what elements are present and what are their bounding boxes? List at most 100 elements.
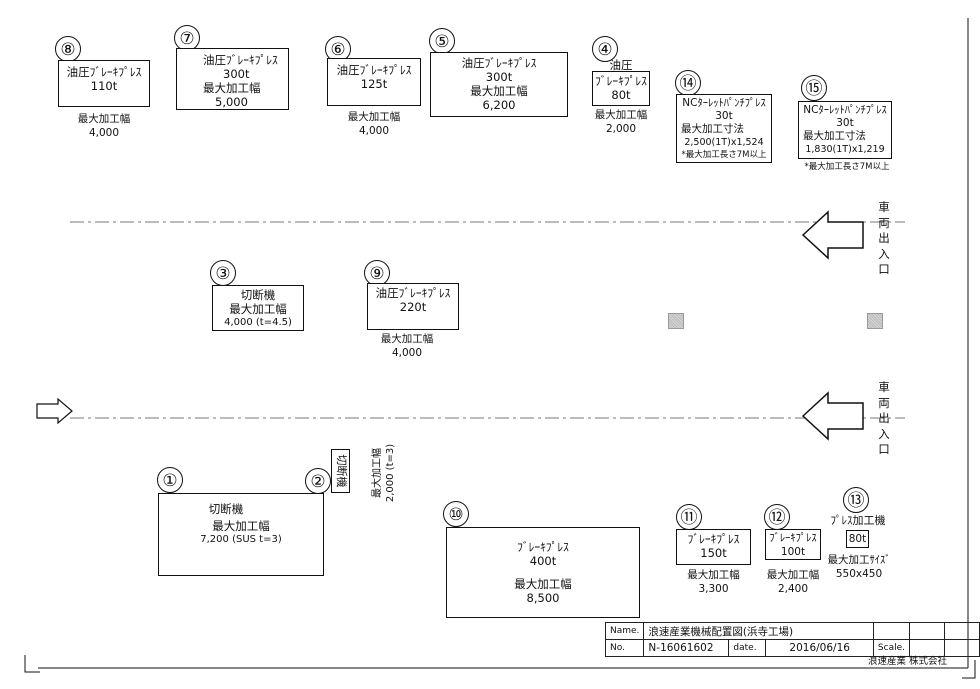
machine-number-5: ⑤ — [429, 28, 455, 54]
capacity-value: 4,000 — [88, 127, 120, 139]
machine-box-11: ﾌﾞﾚｰｷﾌﾟﾚｽ 150t — [676, 529, 751, 565]
drawing-date: 2016/06/16 — [765, 639, 874, 657]
capacity-label: 最大加工ｻｲｽﾞ — [827, 554, 891, 566]
capacity-value: 7,200 (SUS t=3) — [200, 534, 282, 545]
machine-name: ﾌﾞﾚｰｷﾌﾟﾚｽ — [687, 532, 740, 546]
entry-arrow-icon — [36, 397, 73, 425]
gate-char: 車 — [878, 380, 890, 394]
machine-number-10: ⑩ — [443, 501, 469, 527]
column-mark — [867, 313, 883, 329]
capacity-value: 2,000 — [605, 123, 637, 135]
machine-number-6: ⑥ — [325, 36, 351, 62]
column-mark — [668, 313, 684, 329]
capacity-value: 4,000 — [358, 125, 390, 137]
capacity-label: 最大加工寸法 — [803, 130, 866, 142]
capacity-label: 最大加工幅 — [514, 577, 572, 591]
capacity-label: 最大加工幅 — [470, 84, 528, 98]
capacity-label: 最大加工幅 — [212, 519, 270, 533]
scale-label: Scale. — [872, 639, 911, 657]
capacity-value: 6,200 — [482, 98, 516, 112]
title-block: Name. 浪速産業機械配置図(浜寺工場) No. N-16061602 dat… — [604, 622, 980, 657]
machine-box-14: NCﾀｰﾚｯﾄﾊﾟﾝﾁﾌﾟﾚｽ 30t 最大加工寸法 2,500(1T)x1,5… — [676, 94, 772, 163]
gate-char: 車 — [878, 200, 890, 214]
capacity-value: 1,830(1T)x1,219 — [805, 144, 885, 155]
capacity-value: 550x450 — [835, 568, 883, 580]
machine-name: ﾌﾞﾚｰｷﾌﾟﾚｽ — [769, 532, 817, 544]
capacity-label: 最大加工幅 — [372, 448, 383, 498]
machine-number-12: ⑫ — [764, 504, 790, 530]
machine-box-10: ﾌﾞﾚｰｷﾌﾟﾚｽ 400t 最大加工幅 8,500 — [446, 527, 640, 618]
machine-box-3: 切断機 最大加工幅 4,000 (t=4.5) — [212, 285, 304, 331]
machine-name: 油圧ﾌﾞﾚｰｷﾌﾟﾚｽ — [375, 286, 451, 300]
title-block-empty — [944, 622, 980, 640]
machine-tonnage: 125t — [360, 77, 388, 91]
machine-tonnage: 80t — [611, 88, 631, 102]
gate-char: 出 — [878, 411, 890, 425]
machine-tonnage: 30t — [836, 117, 854, 129]
machine-note-15: *最大加工長さ7M以上 — [804, 162, 890, 172]
company-name: 浪速産業 株式会社 — [868, 656, 948, 667]
machine-box-12: ﾌﾞﾚｰｷﾌﾟﾚｽ 100t — [765, 529, 821, 560]
machine-capacity-8: 最大加工幅 4,000 — [58, 112, 150, 140]
gate-char: 口 — [878, 262, 890, 276]
title-block-empty — [944, 639, 980, 657]
machine-capacity-2: 最大加工幅 2,000 (t=3) — [371, 427, 397, 519]
gate-char: 入 — [878, 246, 890, 261]
machine-number-8: ⑧ — [55, 36, 81, 62]
gate-char: 出 — [878, 231, 890, 245]
capacity-value: 3,300 — [698, 583, 729, 595]
machine-box-2: 切断機 — [331, 449, 350, 493]
title-block-empty — [872, 622, 911, 640]
capacity-value: 2,400 — [777, 583, 809, 595]
gate-char: 口 — [878, 442, 890, 456]
machine-name: NCﾀｰﾚｯﾄﾊﾟﾝﾁﾌﾟﾚｽ — [803, 104, 887, 116]
machine-name-13: ﾌﾟﾚｽ加工機 — [830, 514, 886, 527]
machine-line1-4: 油圧 — [609, 58, 633, 72]
capacity-label: 最大加工幅 — [687, 569, 740, 581]
machine-name: NCﾀｰﾚｯﾄﾊﾟﾝﾁﾌﾟﾚｽ — [682, 97, 766, 109]
gate-arrow-lower-icon — [801, 391, 864, 441]
machine-tonnage: 300t — [485, 70, 513, 84]
title-block-empty — [909, 622, 945, 640]
capacity-label: 最大加工幅 — [203, 81, 261, 95]
no-label: No. — [604, 639, 645, 657]
machine-tonnage: 150t — [700, 546, 727, 560]
machine-number-9: ⑨ — [364, 260, 390, 286]
capacity-value: 5,000 — [215, 95, 248, 109]
machine-capacity-6: 最大加工幅 4,000 — [327, 110, 421, 138]
capacity-value: 2,000 (t=3) — [385, 443, 396, 503]
machine-number-13: ⑬ — [843, 487, 869, 513]
machine-capacity-4: 最大加工幅 2,000 — [588, 108, 654, 136]
machine-number-15: ⑮ — [801, 75, 827, 101]
machine-number-11: ⑪ — [676, 504, 702, 530]
vehicle-gate-upper-label: 車 両 出 入 口 — [877, 200, 891, 278]
machine-name: 切断機 — [240, 288, 276, 302]
drawing-name: 浪速産業機械配置図(浜寺工場) — [643, 622, 874, 640]
capacity-label: 最大加工寸法 — [681, 123, 744, 135]
capacity-value: 2,500(1T)x1,524 — [684, 137, 764, 148]
gate-arrow-upper-icon — [801, 210, 864, 260]
capacity-value: 8,500 — [526, 591, 560, 605]
machine-name: ﾌﾞﾚｰｷﾌﾟﾚｽ — [517, 540, 569, 554]
name-label: Name. — [604, 622, 645, 640]
machine-note: *最大加工長さ7M以上 — [681, 150, 767, 160]
title-block-empty — [909, 639, 945, 657]
machine-tonnage: 300t — [223, 67, 250, 81]
machine-name: ﾌﾞﾚｰｷﾌﾟﾚｽ — [595, 74, 647, 88]
capacity-value: 4,000 — [391, 347, 423, 359]
machine-box-9: 油圧ﾌﾞﾚｰｷﾌﾟﾚｽ 220t — [367, 283, 459, 330]
gate-char: 両 — [878, 215, 890, 230]
machine-box-4: ﾌﾞﾚｰｷﾌﾟﾚｽ 80t — [592, 71, 650, 106]
drawing-number: N-16061602 — [643, 639, 730, 657]
machine-box-8: 油圧ﾌﾞﾚｰｷﾌﾟﾚｽ 110t — [58, 60, 150, 107]
capacity-label: 最大加工幅 — [594, 109, 648, 121]
machine-name: 切断機 — [208, 502, 244, 516]
capacity-label: 最大加工幅 — [347, 111, 401, 123]
capacity-label: 最大加工幅 — [380, 333, 434, 345]
gate-char: 両 — [878, 395, 890, 410]
machine-box-5: 油圧ﾌﾞﾚｰｷﾌﾟﾚｽ 300t 最大加工幅 6,200 — [430, 52, 568, 117]
machine-tonnage: 400t — [529, 554, 557, 568]
machine-name: 油圧ﾌﾞﾚｰｷﾌﾟﾚｽ — [461, 56, 537, 70]
machine-capacity-11: 最大加工幅 3,300 — [676, 568, 751, 596]
